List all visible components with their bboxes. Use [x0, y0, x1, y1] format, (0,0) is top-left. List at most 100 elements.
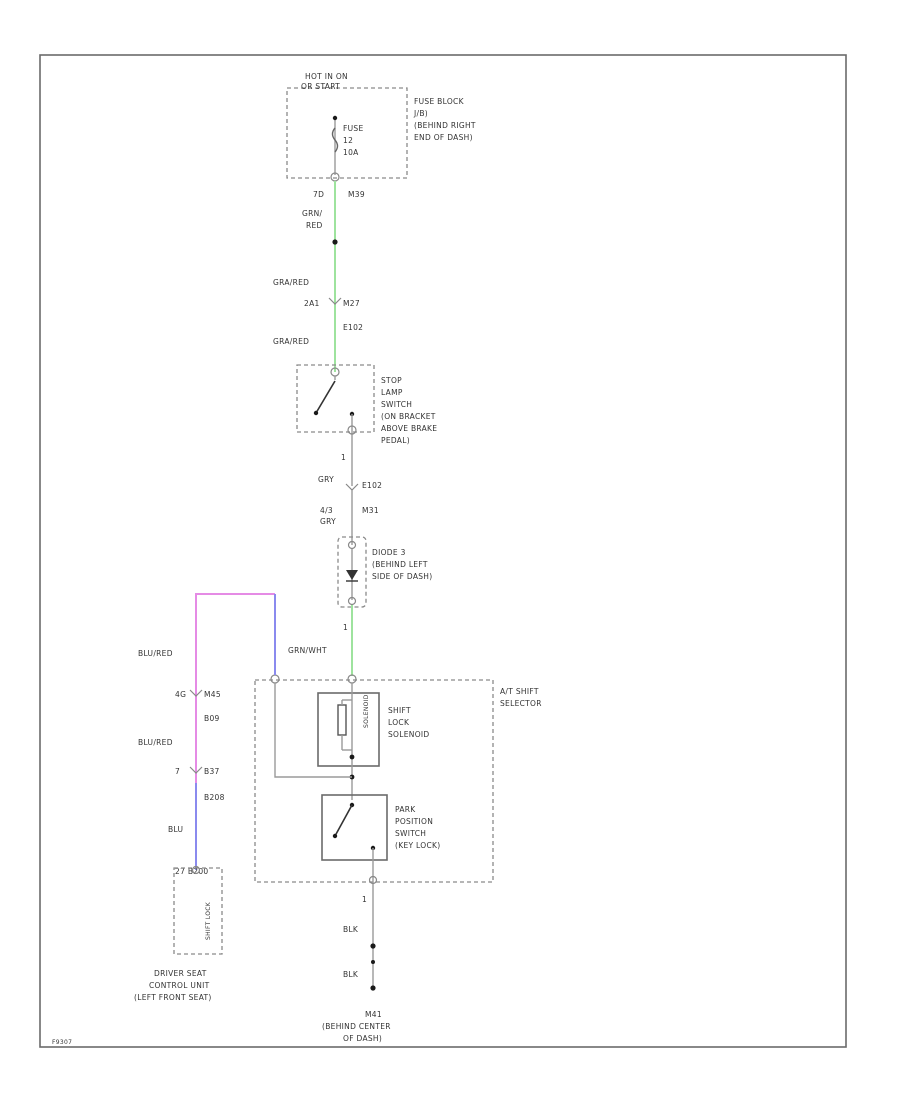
- driver-seat-control-unit-box: [173, 867, 223, 955]
- pin-1-lower: 1: [343, 623, 348, 632]
- pin-1: 1: [341, 453, 346, 462]
- park-position-switch-box: [321, 794, 388, 861]
- diode-box: [337, 536, 367, 608]
- diagram-code: F9307: [52, 1039, 72, 1046]
- connector-m27: M27: [343, 299, 360, 308]
- driver-seat-label-1: DRIVER SEAT: [154, 969, 207, 978]
- stop-lamp-label-6: PEDAL): [381, 436, 410, 445]
- connector-symbol-3: [189, 689, 203, 697]
- park-switch-contact: [334, 804, 353, 837]
- fuse-block-label-1: FUSE BLOCK: [414, 97, 465, 106]
- shift-lock-label-2: LOCK: [388, 718, 410, 727]
- gra-red-label-2: GRA/RED: [273, 337, 309, 346]
- pin-7d: 7D: [313, 190, 324, 199]
- fuse-block-box: [286, 87, 408, 179]
- blk-label-2: BLK: [343, 970, 359, 979]
- shift-lock-label-1: SHIFT: [388, 706, 411, 715]
- at-shift-connector-left: [270, 674, 280, 684]
- connector-b37: B37: [204, 767, 220, 776]
- fuse-block-label-2: J/B): [413, 109, 428, 118]
- connector-7: 7: [175, 767, 180, 776]
- diode-symbol: [346, 570, 358, 580]
- fuse-block-label-4: END OF DASH): [414, 133, 473, 142]
- blu-red-label-2: BLU/RED: [138, 738, 173, 747]
- gra-red-label-1: GRA/RED: [273, 278, 309, 287]
- connector-2a1: 2A1: [304, 299, 320, 308]
- stop-lamp-switch-box: [296, 364, 375, 433]
- diode-label-2: (BEHIND LEFT: [372, 560, 428, 569]
- fuse-rating: 10A: [343, 148, 359, 157]
- solenoid-node-1: [349, 754, 355, 760]
- driver-seat-label-2: CONTROL UNIT: [149, 981, 210, 990]
- ground-label-1: M41: [365, 1010, 382, 1019]
- stop-lamp-label-3: SWITCH: [381, 400, 412, 409]
- fuse-symbol: [331, 127, 339, 153]
- fuse-label: FUSE: [343, 124, 364, 133]
- ground-dot-1: [371, 960, 375, 964]
- park-switch-pivot: [332, 833, 338, 839]
- connector-e102-b: E102: [362, 481, 382, 490]
- shift-lock-solenoid-box: [317, 692, 380, 767]
- connector-e102-a: E102: [343, 323, 363, 332]
- blk-label-1: BLK: [343, 925, 359, 934]
- diagram-border: [39, 54, 847, 1048]
- stop-lamp-label-1: STOP: [381, 376, 402, 385]
- grn-red-label-1: GRN/: [302, 209, 323, 218]
- blu-red-label-1: BLU/RED: [138, 649, 173, 658]
- gry-label: GRY: [318, 475, 334, 484]
- at-shift-label-1: A/T SHIFT: [500, 687, 539, 696]
- hot-label-2: OR START: [301, 82, 340, 91]
- diode-label-1: DIODE 3: [372, 548, 406, 557]
- at-shift-connector-right: [347, 674, 357, 684]
- connector-gry: GRY: [320, 517, 336, 526]
- park-label-3: SWITCH: [395, 829, 426, 838]
- connector-m31: M31: [362, 506, 379, 515]
- stop-lamp-label-5: ABOVE BRAKE: [381, 424, 437, 433]
- driver-seat-connector: [191, 865, 201, 875]
- solenoid-rotated-label: SOLENOID: [363, 694, 370, 728]
- fuse-top-node: [332, 115, 338, 121]
- ground-connector-1: [368, 875, 378, 885]
- connector-b09: B09: [204, 714, 220, 723]
- pin-m39: M39: [348, 190, 365, 199]
- connector-4g: 4G: [175, 690, 186, 699]
- connector-symbol-1: [328, 297, 342, 305]
- at-shift-label-2: SELECTOR: [500, 699, 542, 708]
- at-shift-selector-box: [254, 679, 494, 883]
- diode-top-connector: [347, 540, 357, 550]
- driver-seat-rotated-label: SHIFT LOCK: [205, 901, 212, 940]
- diode-bottom-connector: [347, 596, 357, 606]
- grn-red-label-2: RED: [306, 221, 323, 230]
- grn-wht-label: GRN/WHT: [288, 646, 327, 655]
- stop-switch-contact: [315, 380, 336, 414]
- stop-lamp-label-4: (ON BRACKET: [381, 412, 436, 421]
- ground-label-3: OF DASH): [343, 1034, 382, 1043]
- blk-pin-1: 1: [362, 895, 367, 904]
- stop-lamp-label-2: LAMP: [381, 388, 403, 397]
- ground-splice: [370, 943, 376, 949]
- shift-internal-wire: [274, 683, 352, 778]
- fuse-block-label-3: (BEHIND RIGHT: [414, 121, 476, 130]
- ground-label-2: (BEHIND CENTER: [322, 1022, 391, 1031]
- hot-label-1: HOT IN ON: [305, 72, 348, 81]
- splice-node-1: [332, 239, 338, 245]
- connector-m45: M45: [204, 690, 221, 699]
- diode-label-3: SIDE OF DASH): [372, 572, 432, 581]
- blu-label: BLU: [168, 825, 183, 834]
- pink-wire-top: [195, 593, 275, 866]
- stop-switch-pivot: [313, 410, 319, 416]
- park-label-1: PARK: [395, 805, 416, 814]
- ground-point: [370, 985, 376, 991]
- connector-b200: 27 B200: [175, 867, 209, 876]
- connector-4-3: 4/3: [320, 506, 333, 515]
- stop-lamp-lower-connector: [347, 425, 357, 435]
- solenoid-coil: [337, 704, 347, 736]
- driver-seat-label-3: (LEFT FRONT SEAT): [134, 993, 212, 1002]
- connector-symbol-4: [189, 766, 203, 774]
- park-label-4: (KEY LOCK): [395, 841, 440, 850]
- shift-lock-label-3: SOLENOID: [388, 730, 429, 739]
- fuse-number: 12: [343, 136, 353, 145]
- park-label-2: POSITION: [395, 817, 433, 826]
- connector-b208: B208: [204, 793, 225, 802]
